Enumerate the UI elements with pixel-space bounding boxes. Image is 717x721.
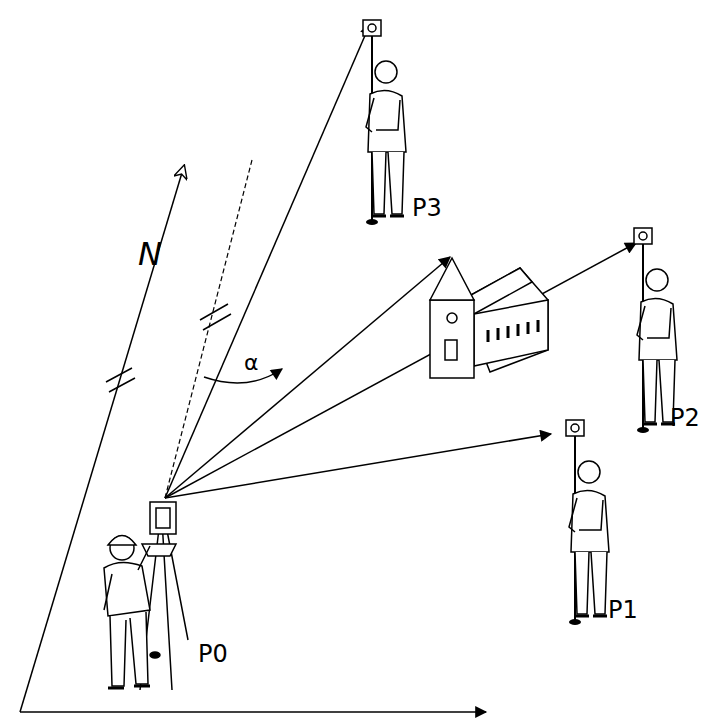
staff-holder	[566, 420, 609, 625]
point-label: P3	[412, 196, 442, 220]
staff-holder	[363, 20, 406, 225]
angle-label: α	[244, 352, 259, 374]
north-parallel	[165, 160, 252, 498]
north-label: N	[138, 238, 162, 270]
surveyor	[104, 502, 188, 690]
east-axis	[20, 711, 486, 713]
parallel-mark	[200, 304, 231, 330]
north-axis	[20, 166, 184, 712]
point-label: P2	[670, 406, 700, 430]
point-label: P1	[608, 598, 638, 622]
church	[430, 258, 548, 378]
point-label: P0	[198, 642, 228, 666]
staff-holder	[634, 228, 677, 433]
parallel-mark	[106, 368, 135, 392]
